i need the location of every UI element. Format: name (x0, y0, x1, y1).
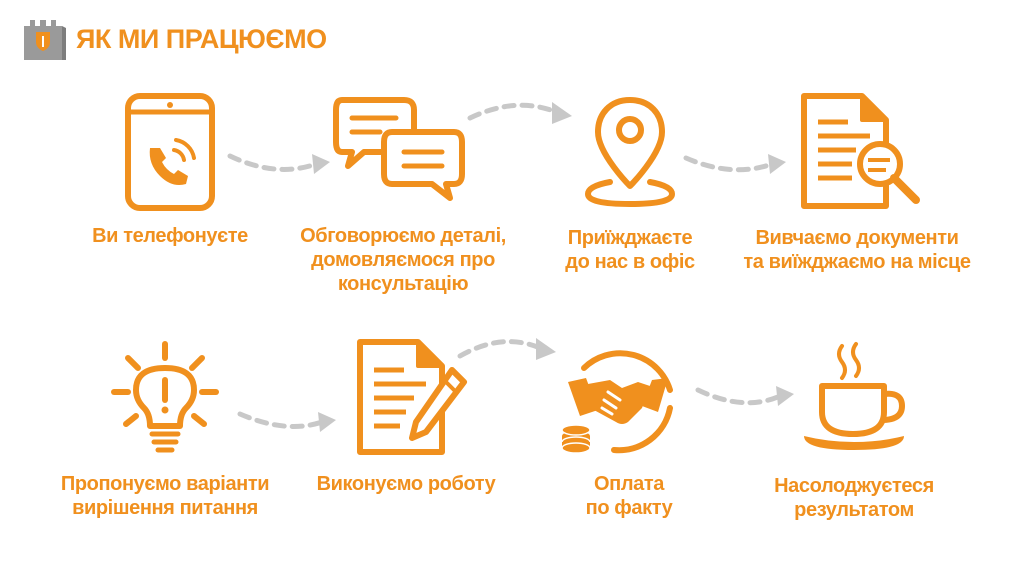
page-title: ЯК МИ ПРАЦЮЄМО (76, 23, 327, 54)
flow-arrow (682, 150, 788, 180)
step-label-3: Приїжджаєте до нас в офіс (565, 227, 695, 273)
flow-arrow (456, 334, 560, 364)
chat-bubbles-icon (333, 96, 466, 202)
flow-arrow (226, 148, 332, 178)
step-label-6: Виконуємо роботу (316, 473, 496, 495)
flow-arrow (466, 98, 574, 128)
step-label-4: Вивчаємо документи та виїжджаємо на місц… (743, 227, 971, 273)
map-pin-icon (584, 96, 676, 208)
lightbulb-icon (110, 341, 220, 454)
step-label-1: Ви телефонуєте (92, 225, 248, 247)
document-search-icon (800, 93, 924, 210)
flow-arrow (236, 404, 340, 434)
step-label-2: Обговорюємо деталі, домовляємося про кон… (300, 225, 506, 295)
document-edit-icon (356, 339, 468, 456)
castle-shield-logo-icon (24, 20, 66, 60)
step-label-8: Насолоджуєтеся результатом (774, 475, 934, 521)
step-label-7: Оплата по факту (585, 473, 673, 519)
coffee-cup-icon (800, 342, 912, 454)
step-label-5: Пропонуємо варіанти вирішення питання (60, 473, 270, 519)
handshake-coins-icon (558, 340, 680, 458)
header: ЯК МИ ПРАЦЮЄМО (18, 14, 327, 64)
flow-arrow (694, 384, 798, 414)
phone-call-icon (124, 93, 216, 211)
